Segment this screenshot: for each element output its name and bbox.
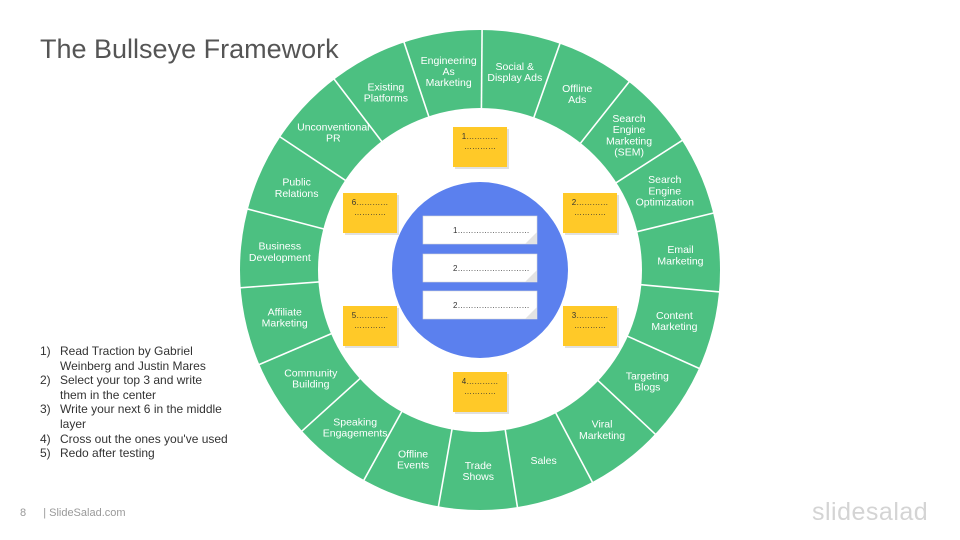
segment-divider xyxy=(635,211,716,233)
sticky-note: 1…………………… xyxy=(453,127,509,169)
instruction-item: 2)Select your top 3 and write them in th… xyxy=(40,373,203,402)
sticky-note: 4…………………… xyxy=(453,372,509,414)
segment-divider xyxy=(554,411,595,485)
sticky-note: 3…………………… xyxy=(563,306,619,348)
center-card: 2……………………… xyxy=(422,290,538,320)
middle-layer-notes: 1…………………… 2…………………… 3…………………… 4…………………… 5………… xyxy=(343,127,619,414)
segment-divider xyxy=(625,334,702,370)
instruction-item: 1)Read Traction by Gabriel Weinberg and … xyxy=(40,344,206,373)
page-number: 8 xyxy=(20,507,27,519)
segment-divider xyxy=(596,378,658,437)
instruction-item: 3)Write your next 6 in the middle layer xyxy=(40,402,222,431)
segment-divider xyxy=(639,283,722,293)
segment-divider xyxy=(480,28,483,111)
svg-text:3……………………: 3…………………… xyxy=(572,311,608,330)
slide-title: The Bullseye Framework xyxy=(40,34,339,64)
instruction-item: 5)Redo after testing xyxy=(40,446,155,461)
segment-divider xyxy=(278,135,348,182)
brand-logo: slidesalad xyxy=(812,498,929,526)
center-cards: 1……………………… 2……………………… 2……………………… xyxy=(422,215,538,320)
segment-divider xyxy=(437,427,454,509)
segment-divider xyxy=(332,77,384,144)
segment-divider xyxy=(578,79,631,146)
segment-divider xyxy=(245,207,326,231)
svg-text:5……………………: 5…………………… xyxy=(352,311,388,330)
instruction-item: 4)Cross out the ones you've used xyxy=(40,431,228,446)
segment-divider xyxy=(362,409,404,483)
segment-divider xyxy=(299,376,362,433)
instructions-list: 1)Read Traction by Gabriel Weinberg and … xyxy=(40,344,230,461)
sticky-note: 2…………………… xyxy=(563,193,619,235)
svg-text:1……………………: 1…………………… xyxy=(462,132,498,151)
sticky-note: 6…………………… xyxy=(343,193,399,235)
channel-label: Social &Display Ads xyxy=(487,61,542,84)
svg-text:2………………………: 2……………………… xyxy=(453,264,529,273)
segment-divider xyxy=(257,332,334,367)
segment-divider xyxy=(402,40,431,119)
svg-text:2……………………: 2…………………… xyxy=(572,198,608,217)
footer-source: | SlideSalad.com xyxy=(43,507,126,519)
segment-divider xyxy=(614,138,685,185)
svg-text:1………………………: 1……………………… xyxy=(453,226,529,235)
segment-divider xyxy=(238,281,321,289)
center-card: 1……………………… xyxy=(422,215,538,245)
center-card: 2……………………… xyxy=(422,253,538,283)
segment-divider xyxy=(504,427,519,510)
svg-text:6……………………: 6…………………… xyxy=(352,198,388,217)
channel-label: Sales xyxy=(530,455,556,467)
sticky-note: 5…………………… xyxy=(343,306,399,348)
segment-dividers xyxy=(238,28,722,510)
slide-footer: 8 | SlideSalad.com xyxy=(20,507,126,519)
segment-divider xyxy=(532,41,562,120)
svg-text:2………………………: 2……………………… xyxy=(453,301,529,310)
svg-text:4……………………: 4…………………… xyxy=(462,377,498,396)
